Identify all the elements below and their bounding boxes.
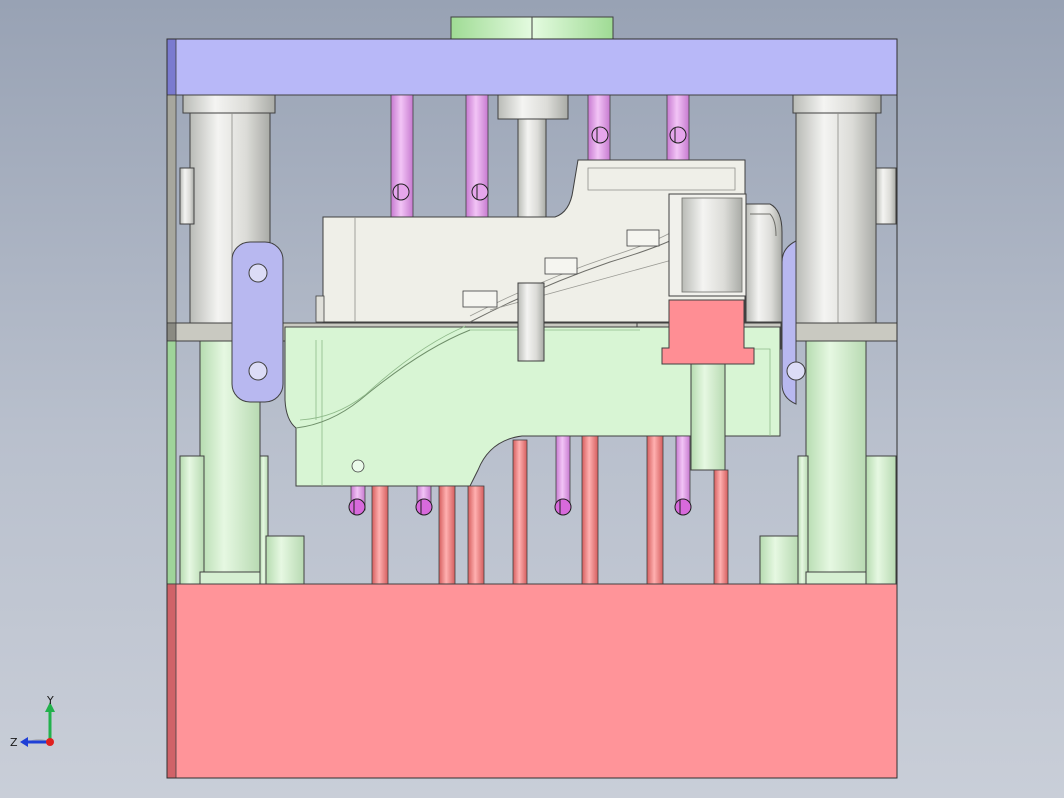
sprue-bush [450, 16, 614, 40]
return-pin [467, 485, 485, 585]
view-orientation-triad[interactable]: Y Z [8, 696, 68, 758]
screw-head [591, 126, 609, 144]
screw-head [554, 498, 572, 516]
bottom-clamp-plate[interactable] [166, 583, 898, 779]
return-pin [713, 469, 729, 585]
y-axis-label: Y [46, 696, 54, 707]
x-axis-origin [46, 738, 54, 746]
screw-head [674, 498, 692, 516]
core-plate-side-left [166, 340, 177, 585]
core-insert[interactable] [284, 282, 781, 487]
y-axis-arrow-icon [45, 702, 55, 712]
screw-head [471, 183, 489, 201]
z-axis-arrow-icon [20, 737, 28, 747]
z-axis-label: Z [10, 736, 18, 749]
slider-housing[interactable] [668, 193, 783, 323]
support-pillar-lower-right [759, 340, 897, 585]
return-pin [646, 435, 664, 585]
slider-block[interactable] [661, 299, 755, 365]
locating-hole [351, 459, 365, 473]
screw-head [348, 498, 366, 516]
ejector-pins-upper [390, 94, 690, 218]
strap-bolt [248, 361, 268, 381]
strap-bolt [786, 361, 806, 381]
guide-pillar-upper-right [792, 94, 897, 324]
cavity-plate-side-left [166, 94, 177, 324]
mould-outline [166, 38, 898, 779]
strap-bolt [248, 263, 268, 283]
ejector-pins-lower [348, 435, 729, 585]
top-clamp-plate[interactable] [166, 38, 898, 96]
return-pin [371, 485, 389, 585]
cavity-insert[interactable] [315, 159, 746, 323]
lock-strap-right[interactable] [781, 240, 806, 405]
lock-strap-left[interactable] [231, 241, 284, 403]
return-pin [438, 485, 456, 585]
sprue-puller [497, 94, 569, 218]
screw-head [669, 126, 687, 144]
screw-head [415, 498, 433, 516]
return-pin [581, 435, 599, 585]
lifter-pillar [690, 363, 726, 471]
return-pin [512, 439, 528, 585]
screw-head [392, 183, 410, 201]
